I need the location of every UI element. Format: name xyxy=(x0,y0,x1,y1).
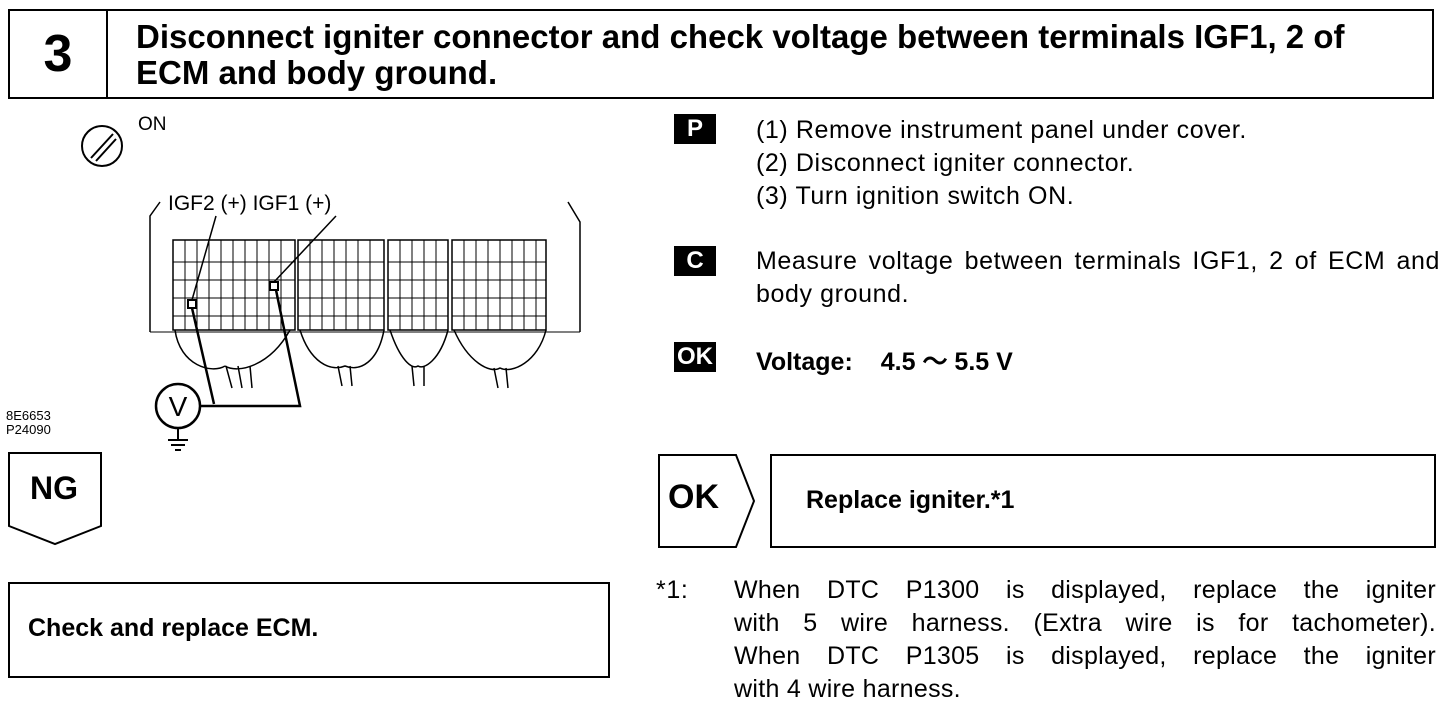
voltmeter-symbol: V xyxy=(169,391,188,422)
check-text: Measure voltage between terminals IGF1, … xyxy=(756,247,1440,308)
standard-value: Voltage: 4.5 ～ 5.5 V xyxy=(756,342,1013,378)
step-number: 3 xyxy=(10,11,108,97)
ok-standard-badge: OK xyxy=(674,342,716,372)
footnote-mark: *1: xyxy=(656,576,689,604)
footnote-line: When DTC P1305 is displayed, replace the… xyxy=(734,642,1436,670)
ok-action-text: Replace igniter.*1 xyxy=(806,486,1015,514)
ecm-connector-diagram: ON IGF2 (+) IGF1 (+) xyxy=(6,114,581,451)
footnote-line: with 5 wire harness. (Extra wire is for … xyxy=(734,609,1436,637)
ref-code-2: P24090 xyxy=(6,422,51,437)
standard-range: 4.5 ～ 5.5 V xyxy=(880,348,1013,376)
step-title: Disconnect igniter connector and check v… xyxy=(136,18,1345,91)
ng-branch-arrow xyxy=(8,452,102,546)
voltmeter-icon: V xyxy=(154,382,202,430)
prep-step: (2) Disconnect igniter connector. xyxy=(756,149,1135,177)
ng-action-text: Check and replace ECM. xyxy=(28,614,319,642)
footnote-line: with 4 wire harness. xyxy=(734,675,961,703)
footnote-text: When DTC P1300 is displayed, replace the… xyxy=(734,574,1436,706)
ok-label: OK xyxy=(668,478,719,516)
ecm-connector-icon xyxy=(149,201,581,389)
ignition-key-icon xyxy=(81,125,123,167)
probe-leads xyxy=(187,215,337,408)
ok-branch-arrow xyxy=(658,454,756,548)
footnote-line: When DTC P1300 is displayed, replace the… xyxy=(734,576,1436,604)
ignition-on-label: ON xyxy=(138,114,167,135)
prep-steps: (1) Remove instrument panel under cover.… xyxy=(756,114,1436,213)
prep-badge: P xyxy=(674,114,716,144)
check-badge: C xyxy=(674,246,716,276)
ground-icon xyxy=(168,428,188,451)
standard-label: Voltage: xyxy=(756,348,853,376)
ng-label: NG xyxy=(30,470,78,506)
prep-step: (1) Remove instrument panel under cover. xyxy=(756,116,1247,144)
ref-code-1: 8E6653 xyxy=(6,408,51,423)
terminal-label: IGF2 (+) IGF1 (+) xyxy=(168,192,331,215)
step-header: 3 Disconnect igniter connector and check… xyxy=(8,9,1434,99)
ng-action-box xyxy=(8,582,610,678)
ok-action-box xyxy=(770,454,1436,548)
prep-step: (3) Turn ignition switch ON. xyxy=(756,182,1075,210)
